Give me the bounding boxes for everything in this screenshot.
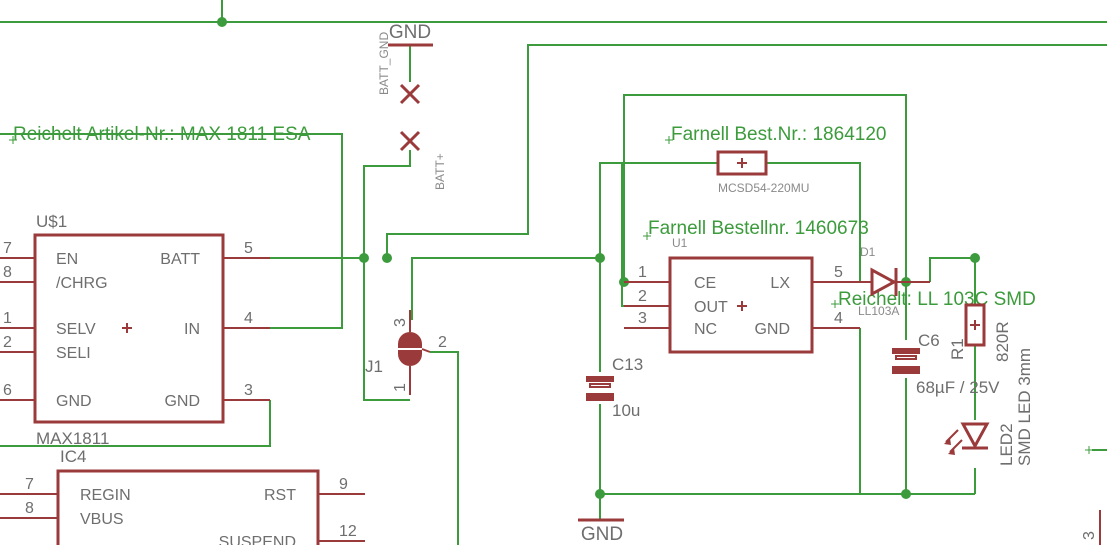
pin-number: 7 [3, 240, 12, 257]
max1811-value: MAX1811 [36, 429, 109, 448]
pin-label-suspend: SUSPEND [219, 534, 296, 545]
r1-body [964, 303, 986, 347]
pin-number: 1 [392, 383, 409, 392]
pin-number: 9 [339, 476, 348, 493]
junction [217, 17, 227, 27]
pin-label-ce: CE [694, 275, 716, 292]
pin-label-nc: NC [694, 321, 717, 338]
pin-label-lx: LX [770, 275, 790, 292]
pin-number: 8 [3, 264, 12, 281]
origin-mark [122, 323, 132, 333]
batt-plus-label: BATT+ [433, 153, 447, 190]
pin-label-selv: SELV [56, 321, 96, 338]
pin-number: 5 [244, 240, 253, 257]
pin-label-gnd: GND [754, 321, 790, 338]
led2-value: SMD LED 3mm [1015, 348, 1034, 466]
pin-number: 1 [638, 264, 647, 281]
junction [595, 253, 605, 263]
junction [359, 253, 369, 263]
pin-label-regin: REGIN [80, 487, 131, 504]
wire-batt-plus-link [363, 150, 411, 258]
ic-u1: U1 CE OUT NC LX GND 1 2 3 5 4 [624, 236, 860, 354]
note-farnell-bestell: Farnell Bestellnr. 1460673 [648, 218, 869, 239]
r1-value: 820R [993, 321, 1012, 362]
pin-label-out: OUT [694, 299, 728, 316]
pin-label-in: IN [184, 321, 200, 338]
d1-value: LL103A [858, 304, 899, 318]
pin-number: 6 [3, 382, 12, 399]
junction [970, 253, 980, 263]
led-led2: LED2 SMD LED 3mm [944, 348, 1034, 466]
junctions [217, 17, 980, 499]
inductor-l: MCSD54-220MU [716, 150, 809, 195]
pin-number: 2 [438, 334, 447, 351]
wire-j1-pin2 [430, 351, 459, 545]
gnd-bottom-label: GND [581, 524, 623, 545]
ic4-name: IC4 [60, 447, 86, 466]
note-farnell-best: Farnell Best.Nr.: 1864120 [671, 124, 886, 145]
junction [901, 489, 911, 499]
inductor-body [716, 150, 768, 176]
wire-gnd-left [0, 400, 271, 447]
pin-label-seli: SELI [56, 345, 91, 362]
pin-number: 5 [834, 264, 843, 281]
wire-j1-pin3 [411, 257, 600, 320]
pin-number: 1 [3, 310, 12, 327]
pin-label-batt: BATT [160, 251, 200, 268]
pin-number: 12 [339, 523, 357, 540]
led2-name: LED2 [997, 423, 1016, 466]
pin-number: 3 [392, 318, 409, 327]
ic-ic4: IC4 REGIN VBUS RST SUSPEND 7 8 9 12 [0, 447, 365, 545]
pin-label-en: EN [56, 251, 78, 268]
origin-mark [737, 301, 747, 311]
pin-number: 3 [244, 382, 253, 399]
jumper-j1: J1 3 2 1 [365, 310, 447, 395]
pin-label-vbus: VBUS [80, 511, 124, 528]
c6-name: C6 [918, 331, 940, 350]
batt-gnd-pad [399, 83, 421, 105]
batt-gnd-label: BATT_GND [377, 32, 391, 95]
pin-label-gnd: GND [56, 393, 92, 410]
capacitor-c13: C13 10u [586, 355, 643, 420]
resistor-r1: R1 820R [948, 303, 1012, 362]
gnd-top-label: GND [389, 22, 431, 43]
wire-inductor-right [766, 162, 861, 282]
ic-max1811: U$1 MAX1811 EN /CHRG SELV SELI GND BATT … [0, 212, 270, 448]
wire-batt-plus-net [386, 44, 1107, 258]
r1-name: R1 [948, 338, 967, 360]
wire-j1-pin1 [363, 258, 410, 401]
edge-pin-number: 3 [1081, 531, 1098, 540]
pin-number: 2 [638, 288, 647, 305]
pin-number: 3 [638, 310, 647, 327]
note-reichelt-max: Reichelt Artikel-Nr.: MAX 1811 ESA [13, 124, 311, 145]
ic4-body [56, 469, 320, 545]
pin-number: 4 [244, 310, 253, 327]
j1-name: J1 [365, 357, 383, 376]
u1-name: U1 [672, 236, 688, 250]
max1811-name: U$1 [36, 212, 67, 231]
pin-number: 7 [25, 476, 34, 493]
inductor-value: MCSD54-220MU [718, 181, 809, 195]
c6-value: 68µF / 25V [916, 378, 1000, 397]
wire-d1-out [929, 257, 976, 305]
c13-name: C13 [612, 355, 643, 374]
origin-markers [9, 136, 1093, 454]
pin-label-rst: RST [264, 487, 296, 504]
wire-in-net [0, 133, 343, 329]
junction [382, 253, 392, 263]
pin-number: 8 [25, 500, 34, 517]
pin-number: 2 [3, 334, 12, 351]
pin-number: 4 [834, 310, 843, 327]
batt-plus-pad [399, 130, 421, 152]
pin-label-gnd2: GND [164, 393, 200, 410]
pin-label-chrg: /CHRG [56, 275, 108, 292]
note-reichelt-ll: Reichelt: LL 103C SMD [838, 289, 1036, 310]
diode-d1: D1 LL103A [858, 245, 930, 318]
d1-name: D1 [860, 245, 876, 259]
capacitor-c6: C6 68µF / 25V [892, 331, 1000, 397]
wire-ce-loop [623, 94, 907, 282]
c13-value: 10u [612, 401, 640, 420]
